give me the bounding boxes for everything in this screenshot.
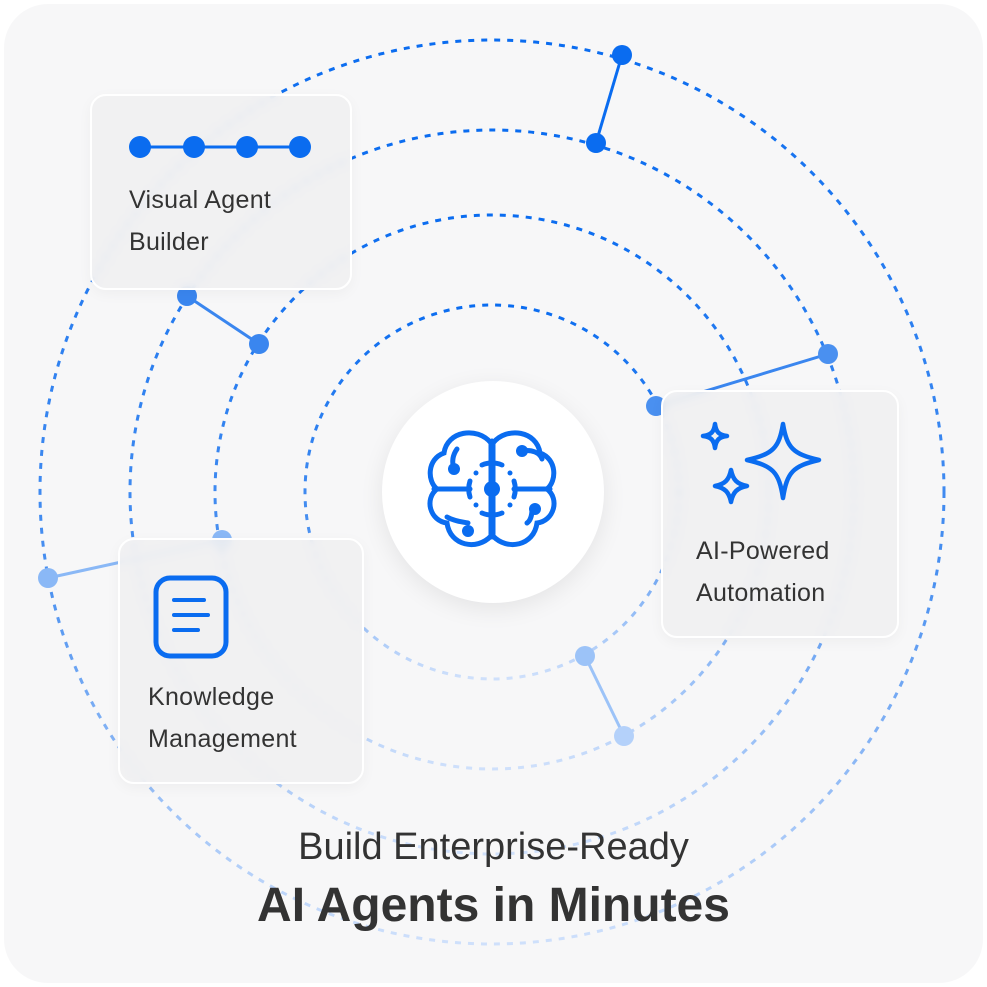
card-label: Visual Agent	[129, 186, 272, 214]
document-icon	[153, 575, 229, 659]
center-hub	[382, 381, 604, 603]
card-label: Management	[148, 725, 297, 753]
node-dot	[38, 568, 58, 588]
node-dot	[249, 334, 269, 354]
brain-circuit-icon	[427, 430, 557, 547]
node-dot	[818, 344, 838, 364]
headline-title: AI Agents in Minutes	[257, 879, 730, 932]
node-dot	[177, 286, 197, 306]
card-knowledge-management: Knowledge Management	[118, 538, 364, 784]
connector	[186, 294, 260, 346]
card-label: Builder	[129, 228, 209, 256]
sparkles-icon	[700, 421, 822, 505]
node-dot	[586, 133, 606, 153]
orbit-ring-4	[38, 38, 946, 946]
card-ai-powered-automation: AI-Powered Automation	[661, 390, 899, 638]
connector	[583, 655, 626, 737]
card-visual-agent-builder: Visual Agent Builder	[90, 94, 352, 290]
headline-subtitle: Build Enterprise-Ready	[298, 826, 689, 868]
connector	[594, 54, 624, 144]
card-label: AI-Powered	[696, 537, 830, 565]
card-label: Automation	[696, 579, 826, 607]
node-dot	[614, 726, 634, 746]
card-label: Knowledge	[148, 683, 275, 711]
node-dot	[575, 646, 595, 666]
node-dot	[612, 45, 632, 65]
connected-dots-icon	[129, 136, 311, 158]
